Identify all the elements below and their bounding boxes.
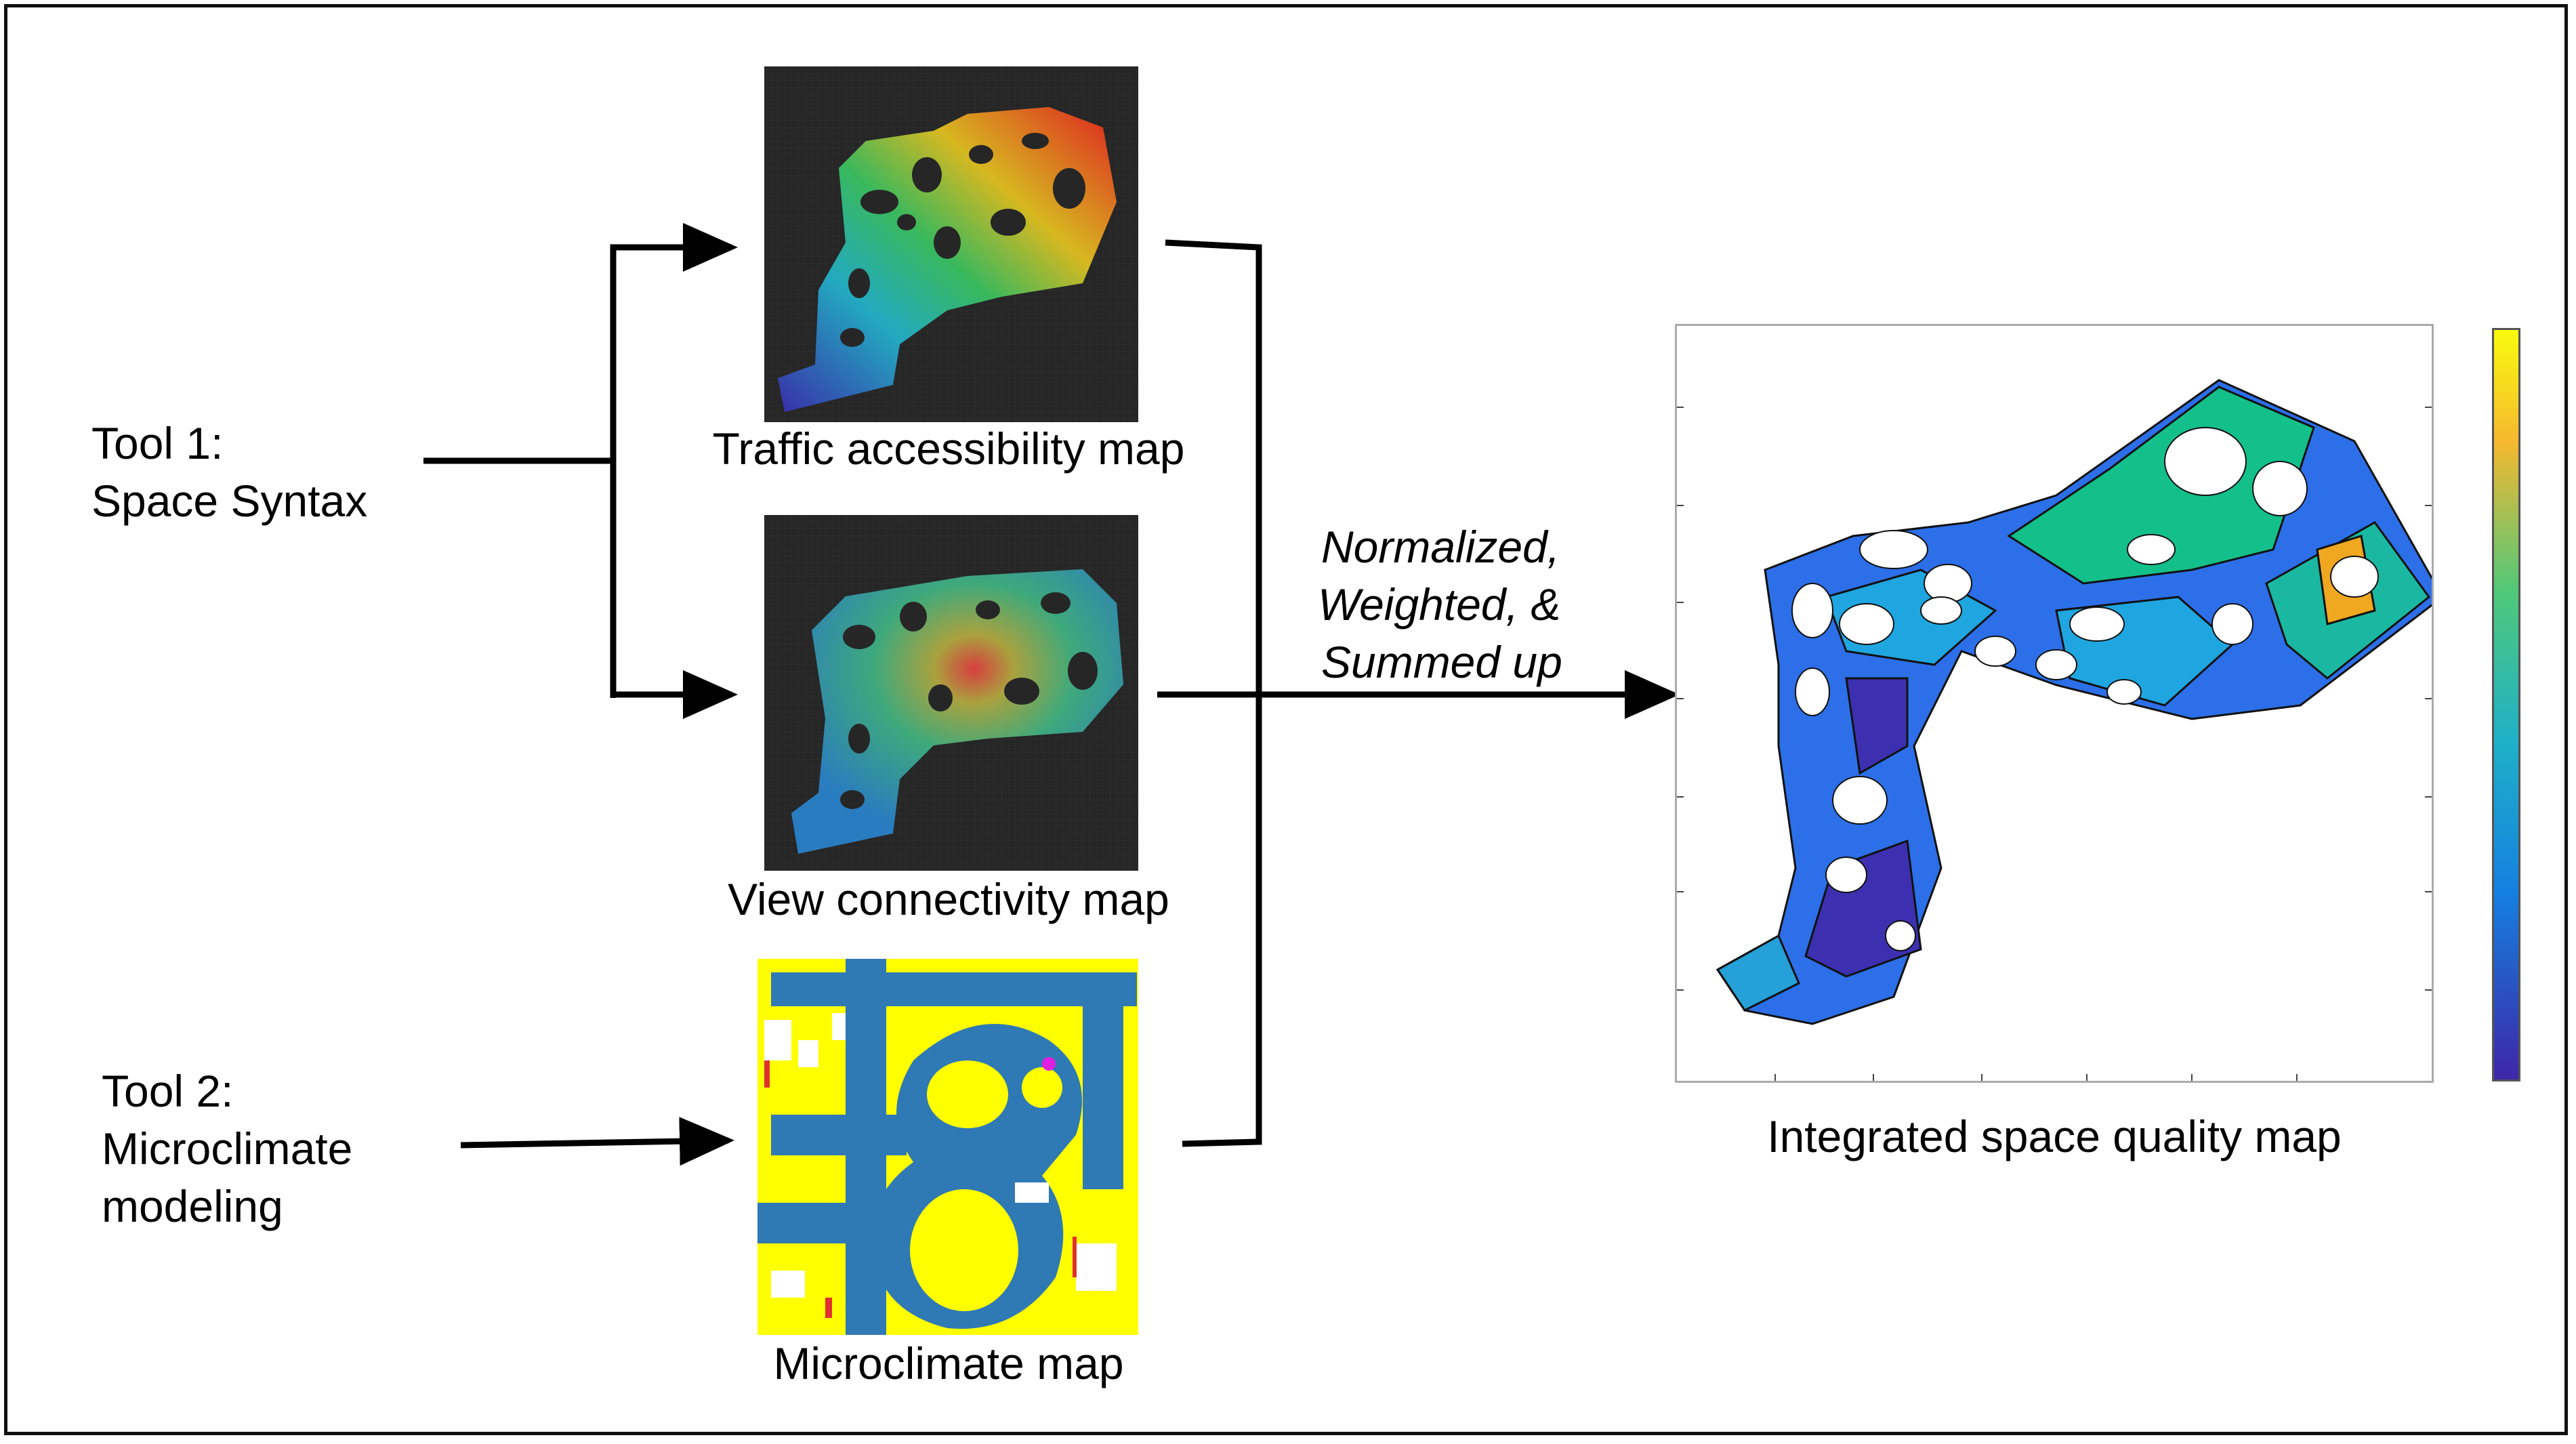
tool1-name: Tool 1: [91, 418, 224, 468]
arrow-to-microclimate-map [460, 1117, 734, 1166]
tool2-desc-line1: Microclimate [102, 1123, 353, 1174]
integrated-space-quality-map [1675, 324, 2434, 1083]
tool1-desc: Space Syntax [91, 476, 368, 526]
figure-frame [4, 4, 2568, 1435]
process-line3: Summed up [1321, 637, 1562, 687]
view-map-caption: View connectivity map [728, 874, 1169, 924]
microclimate-map [757, 959, 1138, 1335]
process-line1: Normalized, [1321, 522, 1560, 572]
traffic-map-caption: Traffic accessibility map [712, 424, 1185, 474]
microclimate-map-caption: Microclimate map [773, 1338, 1124, 1388]
process-line2: Weighted, & [1318, 579, 1561, 630]
view-connectivity-map [764, 515, 1138, 871]
tool2-name: Tool 2: [102, 1066, 234, 1116]
colorbar [2492, 328, 2520, 1081]
integrated-map-caption: Integrated space quality map [1767, 1111, 2342, 1161]
traffic-accessibility-map [764, 66, 1138, 422]
arrow-to-traffic-map [610, 223, 738, 698]
tool2-desc-line2: modeling [102, 1181, 283, 1231]
